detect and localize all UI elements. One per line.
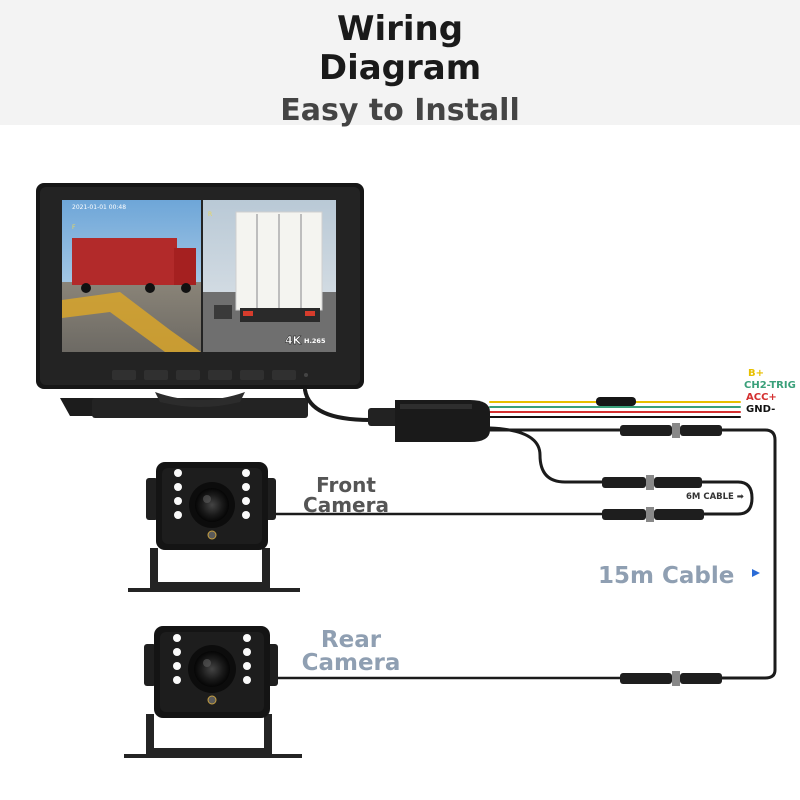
connector-rear-camera xyxy=(620,671,722,686)
long-cable-label: 15m Cable xyxy=(598,563,735,589)
front-camera xyxy=(128,462,300,592)
long-cable-15m xyxy=(718,428,777,680)
screen-channel-rear: R xyxy=(208,211,212,218)
rear-camera-label-1: Rear xyxy=(320,627,382,653)
wire-label-b-plus: B+ xyxy=(748,368,765,379)
title-line-2: Diagram xyxy=(318,48,482,88)
rear-camera xyxy=(124,626,302,758)
front-camera-lens xyxy=(195,488,229,522)
splitter-box xyxy=(368,400,490,442)
rear-camera-lens xyxy=(194,651,230,687)
monitor-button-5 xyxy=(240,370,264,380)
wire-label-acc-plus: ACC+ xyxy=(746,392,777,403)
rear-camera-bracket xyxy=(124,714,302,758)
wire-label-ch2-trig: CH2-TRIG xyxy=(744,380,796,391)
subtitle: Easy to Install xyxy=(280,93,520,128)
screen-4k-badge: 4K xyxy=(285,334,302,347)
monitor-button-6 xyxy=(272,370,296,380)
front-camera-label-2: Camera xyxy=(303,493,389,517)
monitor-button-4 xyxy=(208,370,232,380)
fuse-holder xyxy=(596,397,636,406)
connector-6m-top xyxy=(602,475,702,490)
monitor-button-3 xyxy=(176,370,200,380)
red-truck-trailer xyxy=(72,238,177,285)
screen-codec-badge: H.265 xyxy=(304,337,326,345)
screen-channel-front: F xyxy=(72,224,76,231)
header-banner xyxy=(0,0,800,125)
connector-monitor-rear xyxy=(620,423,722,438)
monitor-button-2 xyxy=(144,370,168,380)
arrow-right-icon xyxy=(752,569,760,577)
cables xyxy=(268,388,777,680)
monitor: 2021-01-01 00:48 F R 4K H.265 xyxy=(36,183,364,418)
front-camera-label-1: Front xyxy=(316,473,376,497)
short-cable-label: 6M CABLE ➡ xyxy=(686,492,744,502)
monitor-stand-neck xyxy=(155,392,245,407)
title-line-1: Wiring xyxy=(336,9,464,49)
connector-front-camera xyxy=(602,507,704,522)
short-cable-6m xyxy=(700,480,754,516)
screen-timestamp: 2021-01-01 00:48 xyxy=(72,204,126,211)
red-truck-cab xyxy=(174,248,196,285)
monitor-cable xyxy=(303,388,372,422)
rear-camera-label-2: Camera xyxy=(301,650,401,676)
monitor-button-1 xyxy=(112,370,136,380)
front-camera-bracket xyxy=(128,548,300,592)
wire-label-gnd: GND- xyxy=(746,404,776,415)
monitor-stand-plate xyxy=(92,398,308,418)
